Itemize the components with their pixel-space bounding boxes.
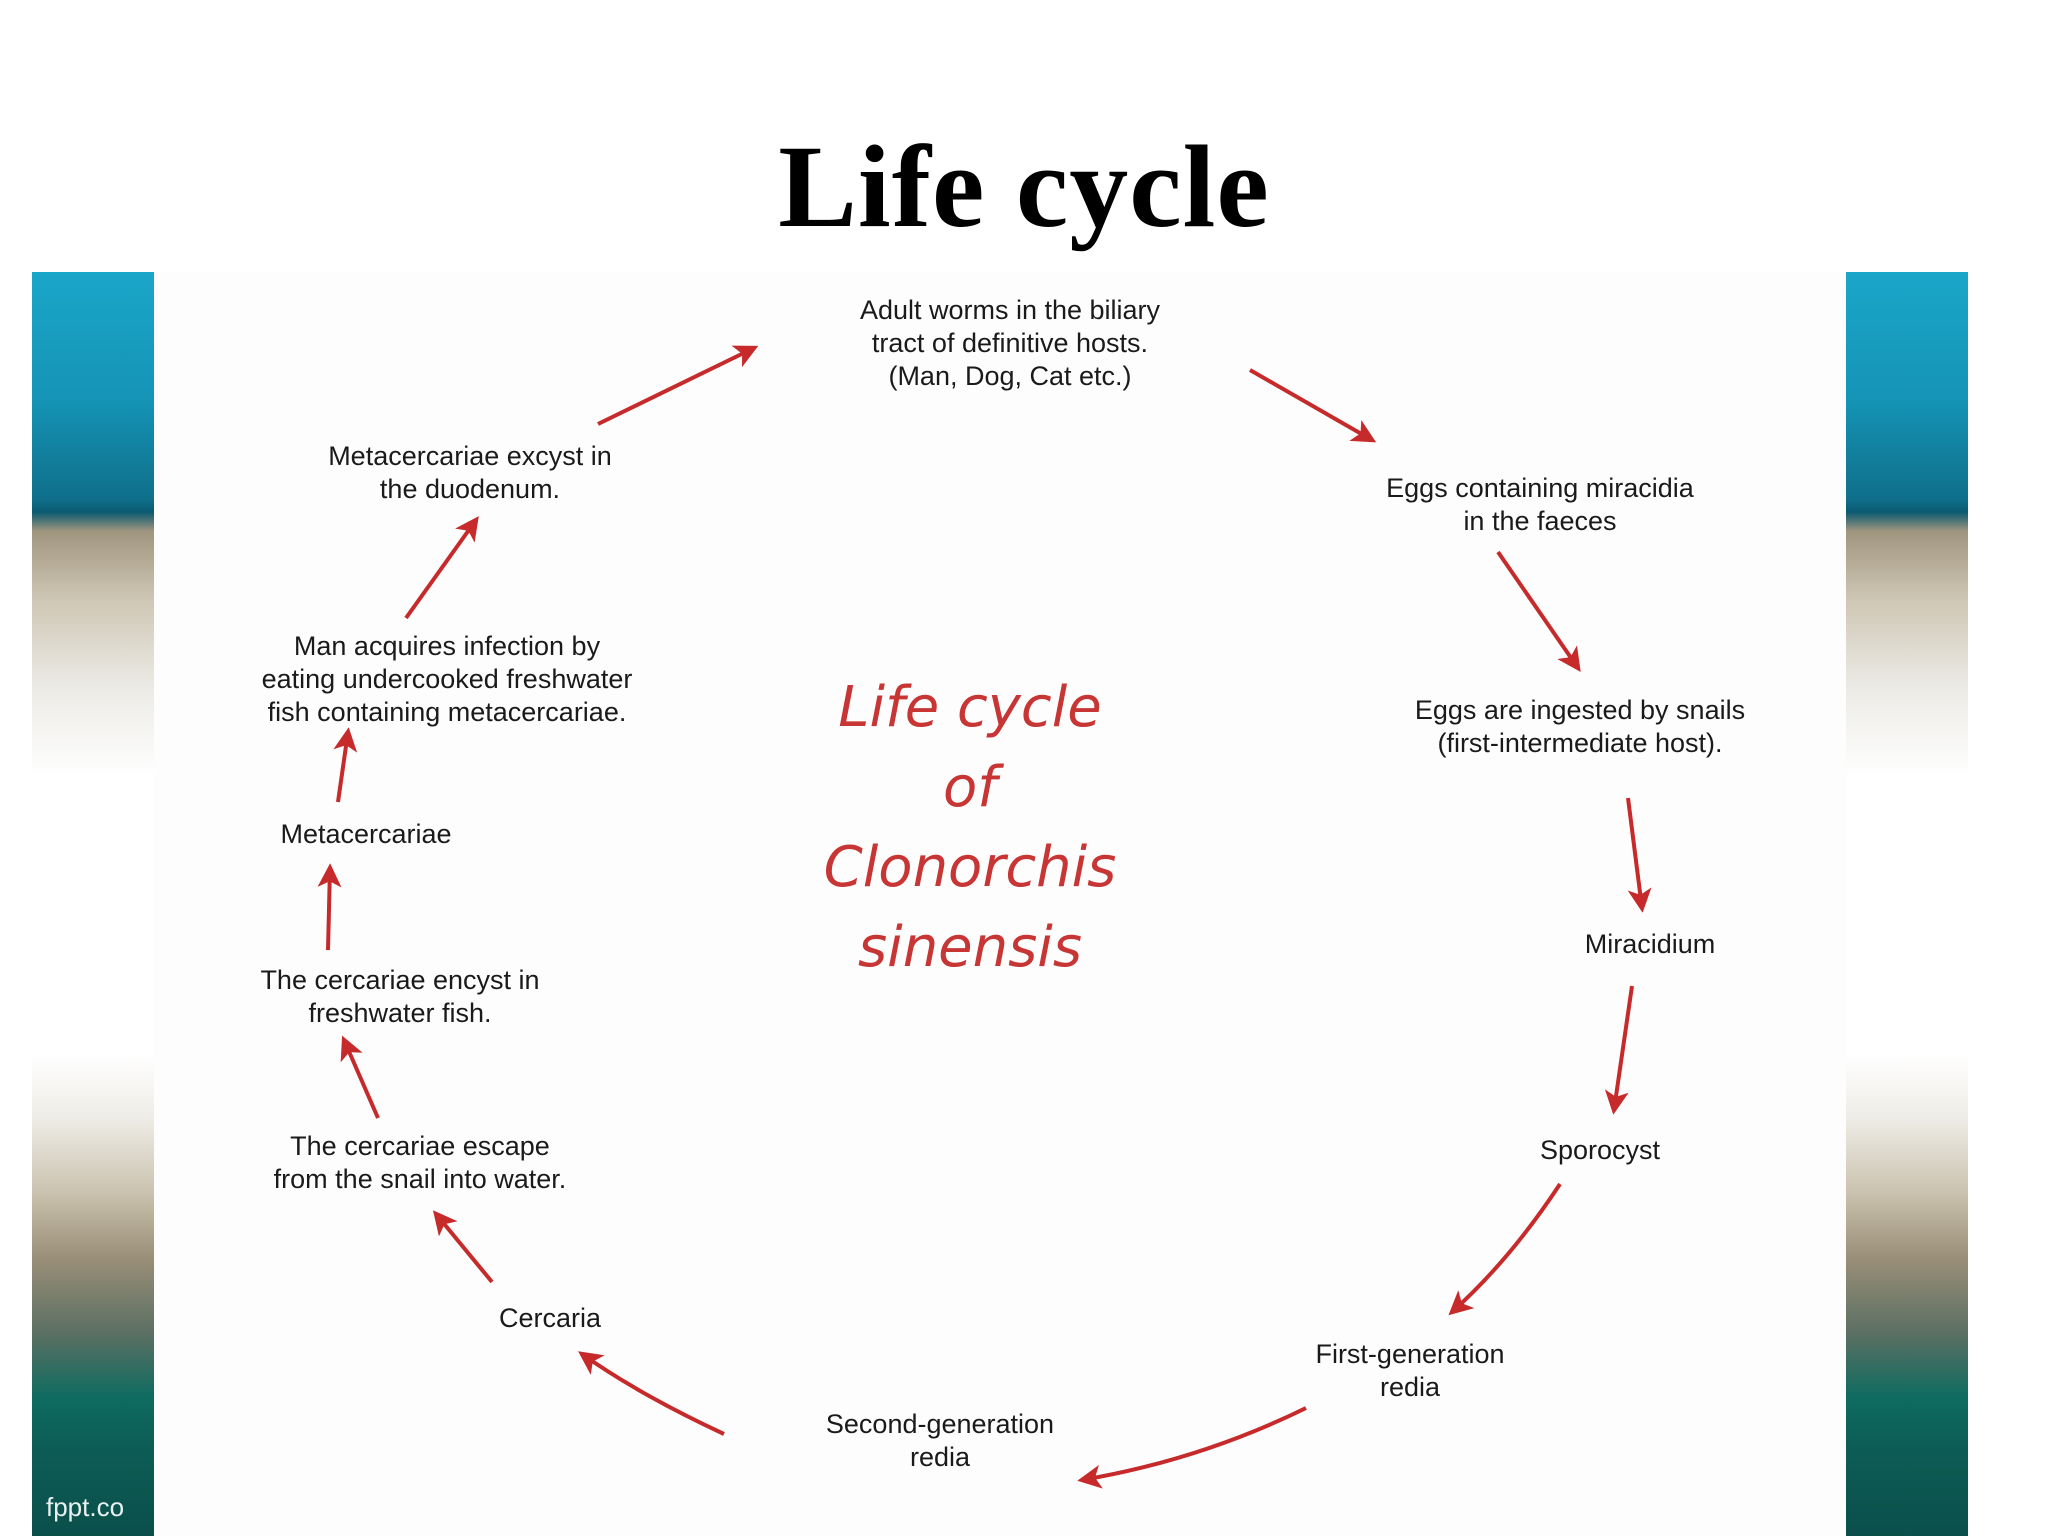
stage-first-generation-redia: First-generation redia bbox=[1315, 1339, 1505, 1402]
slide-title: Life cycle bbox=[778, 121, 1270, 252]
center-diagram-title: Life cycle of Clonorchis sinensis bbox=[823, 675, 1117, 980]
stage-eggs-in-faeces: Eggs containing miracidia in the faeces bbox=[1386, 473, 1694, 536]
stage-miracidium: Miracidium bbox=[1584, 929, 1716, 959]
stage-cercaria: Cercaria bbox=[498, 1303, 602, 1333]
stage-eggs-ingested-by-snails: Eggs are ingested by snails (first-inter… bbox=[1414, 695, 1746, 758]
diagram-panel bbox=[154, 272, 1846, 1536]
stage-cercariae-escape: The cercariae escape from the snail into… bbox=[273, 1131, 567, 1194]
left-decorative-band bbox=[32, 272, 154, 1536]
stage-adult-worms: Adult worms in the biliary tract of defi… bbox=[859, 295, 1161, 391]
footer-watermark: fppt.co bbox=[46, 1492, 125, 1522]
right-decorative-band bbox=[1846, 272, 1968, 1536]
stage-metacercariae: Metacercariae bbox=[280, 819, 452, 849]
stage-man-acquires-infection: Man acquires infection by eating underco… bbox=[261, 631, 633, 727]
stage-metacercariae-excyst: Metacercariae excyst in the duodenum. bbox=[328, 441, 612, 504]
stage-cercariae-encyst: The cercariae encyst in freshwater fish. bbox=[260, 965, 540, 1028]
stage-second-generation-redia: Second-generation redia bbox=[825, 1409, 1055, 1472]
stage-sporocyst: Sporocyst bbox=[1539, 1135, 1661, 1165]
